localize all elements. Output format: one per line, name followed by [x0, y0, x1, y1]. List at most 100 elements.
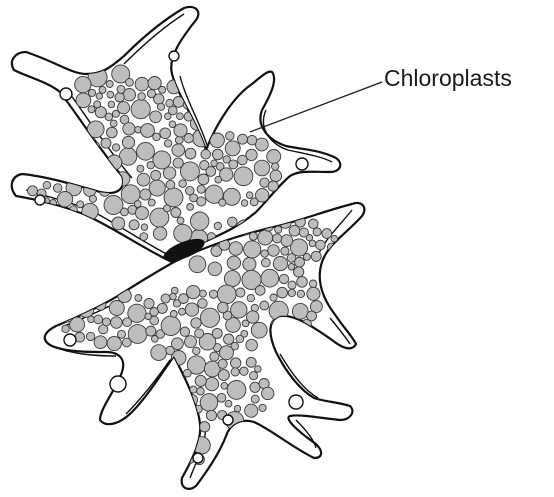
- chloroplast: [94, 336, 107, 349]
- chloroplast: [270, 294, 277, 301]
- chloroplast: [185, 148, 196, 159]
- chloroplast: [238, 134, 248, 144]
- chloroplast: [206, 167, 216, 177]
- chloroplast: [238, 155, 248, 165]
- chloroplast: [95, 172, 109, 186]
- chloroplast: [170, 293, 177, 300]
- chloroplast: [112, 144, 119, 151]
- chloroplast: [106, 81, 113, 88]
- chloroplast: [122, 136, 134, 148]
- chloroplast: [288, 281, 296, 289]
- chloroplast: [272, 163, 279, 170]
- chloroplast: [171, 208, 181, 218]
- chloroplast: [187, 436, 195, 444]
- chloroplast: [250, 372, 258, 380]
- chloroplast: [236, 288, 245, 297]
- vacuole: [60, 88, 72, 100]
- chloroplast: [198, 299, 208, 309]
- chloroplast: [73, 302, 79, 308]
- chloroplast: [273, 257, 287, 271]
- chloroplast: [196, 110, 203, 117]
- chloroplast: [62, 325, 70, 333]
- chloroplast: [177, 113, 184, 120]
- vacuole: [169, 51, 179, 61]
- chloroplast: [240, 367, 248, 375]
- chloroplast: [259, 404, 266, 411]
- chloroplast: [110, 182, 119, 191]
- chloroplast: [173, 158, 183, 168]
- chloroplast: [163, 167, 175, 179]
- chloroplast: [137, 173, 150, 186]
- chloroplast: [123, 318, 132, 327]
- chloroplast: [86, 332, 94, 340]
- chloroplast: [87, 137, 95, 145]
- chloroplast: [227, 256, 240, 269]
- chloroplast: [247, 294, 254, 301]
- chloroplast: [218, 359, 227, 368]
- chloroplast: [115, 93, 124, 102]
- chloroplast: [117, 85, 125, 93]
- chloroplast: [167, 80, 181, 94]
- chloroplast: [197, 185, 205, 193]
- chloroplast: [247, 311, 259, 323]
- vacuole: [64, 334, 76, 346]
- chloroplast: [273, 234, 282, 243]
- chloroplast: [212, 328, 222, 338]
- chloroplast: [187, 285, 200, 298]
- chloroplast: [129, 220, 139, 230]
- chloroplast: [258, 230, 273, 245]
- chloroplast: [175, 441, 186, 452]
- chloroplast: [148, 199, 155, 206]
- chloroplast: [195, 329, 204, 338]
- chloroplast: [157, 103, 164, 110]
- chloroplast: [234, 167, 253, 186]
- chloroplast: [199, 422, 209, 432]
- chloroplast: [126, 78, 134, 86]
- chloroplast: [236, 335, 244, 343]
- chloroplast: [101, 138, 111, 148]
- chloroplast: [311, 251, 321, 261]
- vacuole: [110, 376, 126, 392]
- chloroplast: [199, 290, 206, 297]
- chloroplast: [220, 346, 234, 360]
- chloroplast: [228, 217, 238, 227]
- chloroplast: [306, 235, 312, 241]
- chloroplast: [246, 339, 258, 351]
- chloroplast: [197, 388, 205, 396]
- chloroplast: [151, 170, 161, 180]
- chloroplast: [180, 327, 189, 336]
- chloroplast: [77, 201, 84, 208]
- chloroplast: [224, 271, 240, 287]
- chloroplast: [107, 91, 114, 98]
- chloroplast: [53, 184, 62, 193]
- chloroplast: [231, 358, 241, 368]
- chloroplast: [307, 311, 317, 321]
- chloroplast: [159, 86, 166, 93]
- chloroplast: [221, 382, 228, 389]
- chloroplast: [179, 308, 186, 315]
- chloroplast: [160, 128, 171, 139]
- chloroplast: [255, 218, 263, 226]
- chloroplast: [109, 301, 124, 316]
- chloroplast: [152, 336, 159, 343]
- chloroplast: [110, 120, 117, 127]
- chloroplast: [234, 405, 241, 412]
- chloroplast: [255, 138, 268, 151]
- chloroplast: [172, 144, 185, 157]
- chloroplast: [185, 336, 197, 348]
- chloroplast: [108, 101, 115, 108]
- chloroplast: [229, 160, 238, 169]
- chloroplast: [200, 394, 218, 412]
- chloroplast: [153, 151, 171, 169]
- chloroplast: [93, 153, 102, 162]
- chloroplast: [250, 198, 258, 206]
- chloroplast: [200, 308, 219, 327]
- chloroplast: [112, 110, 119, 117]
- chloroplast: [275, 226, 282, 233]
- chloroplast: [112, 217, 125, 230]
- chloroplast: [313, 228, 321, 236]
- chloroplast: [189, 256, 206, 273]
- chloroplast: [121, 208, 129, 216]
- chloroplast: [231, 302, 247, 318]
- chloroplast: [153, 133, 161, 141]
